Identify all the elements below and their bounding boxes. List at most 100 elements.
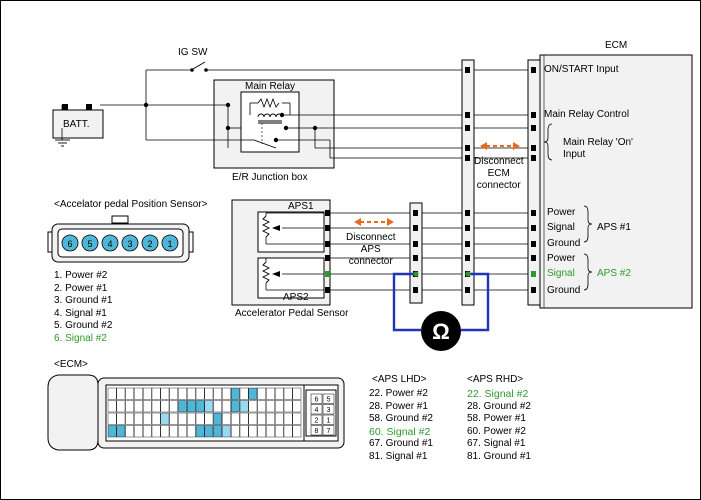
ecm-side-pin bbox=[322, 393, 335, 404]
ecm-connector-cell bbox=[195, 412, 205, 425]
ecm-side-pin-label: 7 bbox=[327, 428, 331, 435]
lhd-item: 81. Signal #1 bbox=[369, 450, 428, 462]
aps-connector-pin bbox=[161, 234, 179, 252]
ecm-connector-cell bbox=[195, 425, 205, 438]
rhd-item: 22. Signal #2 bbox=[467, 388, 529, 400]
aps-connector-legend: 1. Power #2 2. Power #1 3. Ground #1 4. … bbox=[54, 270, 112, 345]
sensor-pins bbox=[325, 210, 330, 293]
ecm-connector-cell bbox=[239, 425, 249, 438]
harness-pin bbox=[465, 225, 470, 231]
ecm-connector-cell bbox=[257, 425, 267, 438]
ecm-signal2-label: Signal bbox=[547, 268, 575, 279]
aps-harness-pin bbox=[413, 241, 418, 247]
ecm-connector-cell bbox=[169, 412, 179, 425]
ecm-connector-cell bbox=[204, 387, 214, 400]
rhd-item: 67. Signal #1 bbox=[467, 438, 526, 449]
ecm-connector-cell bbox=[204, 412, 214, 425]
sensor-pin bbox=[325, 225, 330, 231]
ecm-connector-cell bbox=[283, 425, 293, 438]
ecm-connector-cell bbox=[134, 425, 143, 438]
ecm-side-pin-label: 6 bbox=[315, 397, 319, 404]
ecm-on-start-label: ON/START Input bbox=[544, 64, 619, 75]
ecm-connector-cell bbox=[134, 387, 143, 400]
junction-box bbox=[213, 79, 335, 169]
aps-lhd-title: <APS LHD> bbox=[372, 374, 427, 385]
ecm-connector-title: <ECM> bbox=[54, 359, 88, 370]
ecm-side-pin-label: 5 bbox=[327, 397, 331, 404]
aps2-label: APS2 bbox=[283, 292, 309, 303]
ecm-connector-cell bbox=[142, 425, 152, 438]
sensor-pin bbox=[325, 271, 330, 277]
ecm-connector-cell bbox=[248, 387, 258, 400]
harness-pin bbox=[465, 287, 470, 293]
legend-item: 4. Signal #1 bbox=[54, 307, 107, 319]
legend-item: 5. Ground #2 bbox=[54, 320, 113, 331]
ecm-side-pin bbox=[310, 404, 323, 415]
ecm-connector-cell bbox=[283, 387, 293, 400]
ecm-connector-cell bbox=[186, 400, 196, 413]
disconnect-arrows bbox=[354, 142, 520, 226]
ecm-aps2-label: APS #2 bbox=[597, 268, 631, 279]
ecm-side-pin bbox=[310, 393, 323, 404]
ecm-side-pin-label: 3 bbox=[327, 407, 331, 414]
ecm-connector-cell bbox=[125, 387, 134, 400]
ecm-connector-cell bbox=[107, 425, 117, 438]
ecm-pin bbox=[531, 225, 536, 231]
ig-switch-label: IG SW bbox=[178, 47, 208, 58]
ohmmeter-loop: Ω bbox=[392, 271, 490, 351]
aps-harness-pin bbox=[413, 210, 418, 216]
ecm-connector-cell bbox=[169, 400, 179, 413]
ecm-connector-cell bbox=[107, 412, 117, 425]
ecm-connector-cell bbox=[195, 400, 205, 413]
lhd-item: 60. Signal #2 bbox=[369, 425, 431, 438]
ecm-connector-cell bbox=[292, 400, 302, 413]
ecm-connector-cell bbox=[178, 400, 187, 413]
accelerator-pedal-sensor bbox=[231, 199, 331, 306]
ecm-title: ECM bbox=[605, 40, 628, 51]
ecm-connector-cell bbox=[178, 425, 187, 438]
main-relay-label: Main Relay bbox=[245, 81, 296, 92]
aps-rhd-title: <APS RHD> bbox=[467, 374, 524, 385]
harness-pin bbox=[465, 241, 470, 247]
ecm-connector-cell bbox=[275, 425, 284, 438]
ecm-connector-cell bbox=[169, 425, 179, 438]
aps-connector-pin bbox=[61, 234, 79, 252]
ecm-connector-cell bbox=[107, 387, 117, 400]
ecm-connector-cell bbox=[257, 412, 267, 425]
ecm-connector-cell bbox=[257, 387, 267, 400]
battery-symbol bbox=[52, 104, 104, 147]
ecm-side-pin bbox=[322, 404, 335, 415]
rhd-item: 28. Ground #2 bbox=[467, 400, 531, 412]
ecm-connector-cell bbox=[239, 387, 249, 400]
aps-harness-pin bbox=[413, 225, 418, 231]
ecm-connector-cell bbox=[142, 400, 152, 413]
ecm-connector-cell bbox=[266, 412, 275, 425]
ecm-connector-cell bbox=[151, 412, 161, 425]
accelerator-pedal-sensor-label: Accelerator Pedal Sensor bbox=[235, 308, 349, 319]
junction-box-label: E/R Junction box bbox=[232, 172, 308, 183]
ecm-connector-cell bbox=[186, 387, 196, 400]
rhd-item: 58. Power #1 bbox=[467, 413, 526, 424]
sensor-pin bbox=[325, 210, 330, 216]
ecm-connector-cell bbox=[266, 387, 275, 400]
ecm-connector-cell bbox=[248, 412, 258, 425]
ecm-connector-cell bbox=[186, 412, 196, 425]
ecm-connector-cell bbox=[116, 412, 126, 425]
ecm-connector-cell bbox=[222, 387, 231, 400]
aps-connector-pin-label: 4 bbox=[107, 239, 112, 249]
ecm-main-relay-on-label: Main Relay 'On' Input bbox=[563, 137, 633, 160]
ecm-side-pin-label: 1 bbox=[327, 418, 331, 425]
ecm-connector-cell bbox=[292, 387, 302, 400]
ecm-connector-cell bbox=[125, 425, 134, 438]
aps-harness-pin bbox=[413, 255, 418, 261]
ecm-connector-cell bbox=[160, 412, 170, 425]
ecm-connector-cell bbox=[230, 425, 240, 438]
legend-item: 1. Power #2 bbox=[54, 270, 108, 281]
ecm-connector-cell bbox=[116, 387, 126, 400]
ecm-connector-cell bbox=[275, 400, 284, 413]
ecm-connector-cell bbox=[230, 400, 240, 413]
ecm-connector-cell bbox=[160, 387, 170, 400]
